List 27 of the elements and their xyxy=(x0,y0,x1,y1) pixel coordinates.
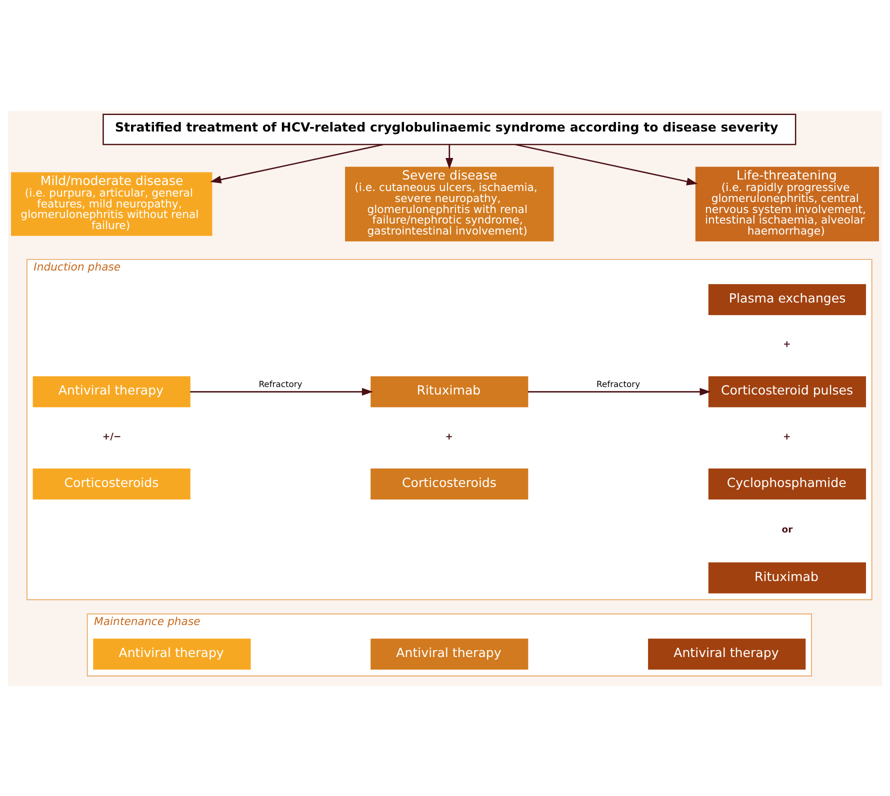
node-box: Rituximab xyxy=(370,376,528,407)
node-box: Antiviral therapy xyxy=(648,638,806,670)
node-box: Corticosteroids xyxy=(32,468,190,499)
node-box: Stratified treatment of HCV-related cryglobulinaemic syndrome according to disease severity xyxy=(102,113,796,145)
node-box: Severe disease (i.e. cutaneous ulcers, ischaemia, severe neuropathy, glomerulonephritis with renal failure/nephrotic syndrome, gastrointestinal involvement) xyxy=(345,166,554,241)
label: + xyxy=(445,430,453,442)
arrow xyxy=(210,143,384,183)
node-box: Corticosteroid pulses xyxy=(708,376,866,407)
node-box: Antiviral therapy xyxy=(370,638,528,670)
arrow xyxy=(528,387,711,396)
node-box: Plasma exchanges xyxy=(708,284,866,315)
node-box: Antiviral therapy xyxy=(93,638,251,670)
label: + xyxy=(783,430,791,442)
edge-label: Refractory xyxy=(596,378,640,388)
arrow xyxy=(446,144,454,169)
label: +/− xyxy=(102,430,122,442)
node-box: Rituximab xyxy=(708,562,866,593)
node-box: Cyclophosphamide xyxy=(708,468,866,499)
edge-label: Refractory xyxy=(258,378,302,388)
node-box: Corticosteroids xyxy=(370,468,528,499)
arrow xyxy=(190,387,374,396)
node-box: Mild/moderate disease (i.e. purpura, articular, general features, mild neuropathy, glomerulonephritis without renal failure) xyxy=(11,172,212,236)
label: + xyxy=(783,338,791,350)
node-box: Antiviral therapy xyxy=(32,376,190,407)
arrow xyxy=(516,143,698,185)
label: or xyxy=(782,524,793,535)
node-box: Life-threatening (i.e. rapidly progressive glomerulonephritis, central nervous system involvement, intestinal ischaemia, alveolar haemorrhage) xyxy=(695,166,879,241)
